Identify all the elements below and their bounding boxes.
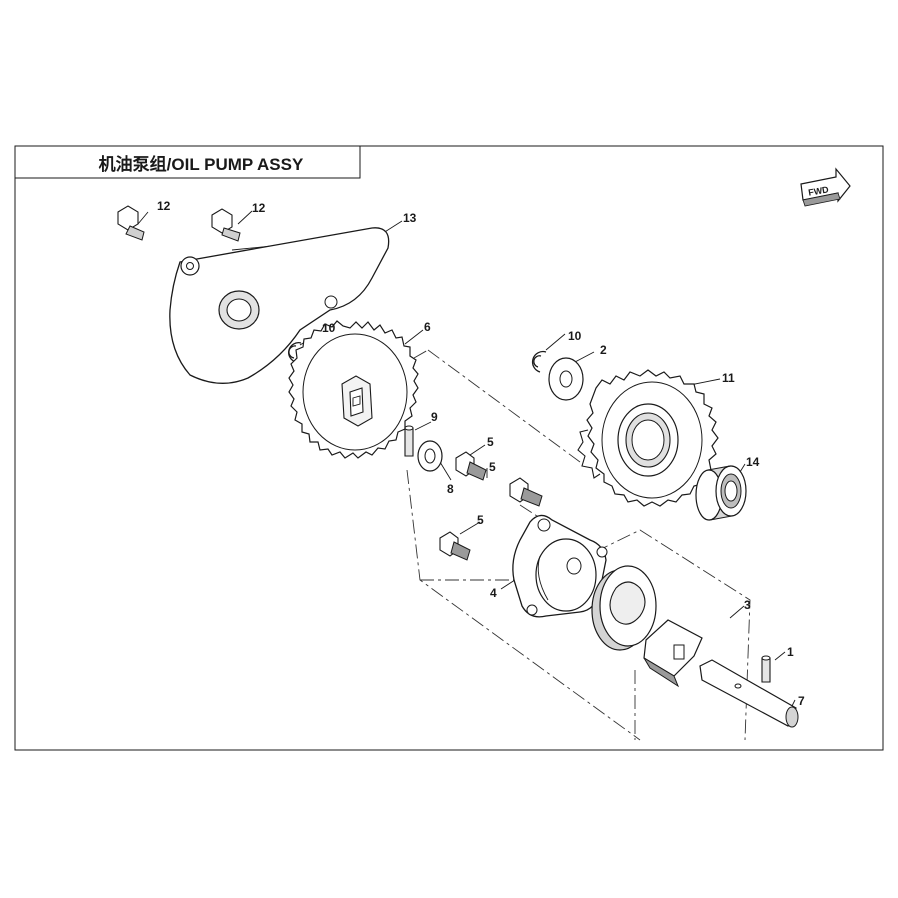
cover-plate-part-13 [169,227,390,384]
pump-body-part-4 [512,514,608,618]
forward-marker-label: FWD [808,184,830,197]
bearing-part-14 [695,465,747,521]
drawing-frame [14,145,884,751]
callout-3: 3 [744,598,751,612]
forward-arrow-icon: FWD [800,167,851,207]
bolt-part-5-b [509,477,543,507]
callout-labels: 12 12 13 10 6 10 2 11 9 5 5 8 14 5 4 3 1… [157,199,805,708]
diagram-title: 机油泵组/OIL PUMP ASSY [99,154,304,174]
callout-9: 9 [431,410,438,424]
circlip-part-10-a [288,342,302,363]
bolt-part-5-a [455,451,487,481]
callout-8: 8 [447,482,454,496]
pump-gear-part-6 [288,320,419,459]
dowel-pin-part-9 [404,425,414,457]
callout-4: 4 [490,586,497,600]
callout-6: 6 [424,320,431,334]
callout-10-a: 10 [322,321,336,335]
idler-gear-part-11 [577,369,719,507]
callout-5-a: 5 [487,435,494,449]
washer-part-8 [417,440,443,472]
callout-2: 2 [600,343,607,357]
callout-5-b: 5 [489,460,496,474]
callout-14: 14 [746,455,760,469]
shaft-part-7 [699,659,799,728]
bolt-part-5-c [439,531,471,561]
callout-5-c: 5 [477,513,484,527]
flange-bolt-part-12-a [117,205,145,241]
thrust-washer-part-2 [548,357,584,401]
callout-1: 1 [787,645,794,659]
pin-part-1 [761,655,771,683]
callout-10-b: 10 [568,329,582,343]
callout-13: 13 [403,211,417,225]
circlip-part-10-b [531,350,547,373]
callout-12-b: 12 [252,201,266,215]
callout-7: 7 [798,694,805,708]
callout-12-a: 12 [157,199,171,213]
callout-11: 11 [722,371,735,385]
flange-bolt-part-12-b [211,208,241,242]
rotor-set-part-3 [591,565,703,688]
